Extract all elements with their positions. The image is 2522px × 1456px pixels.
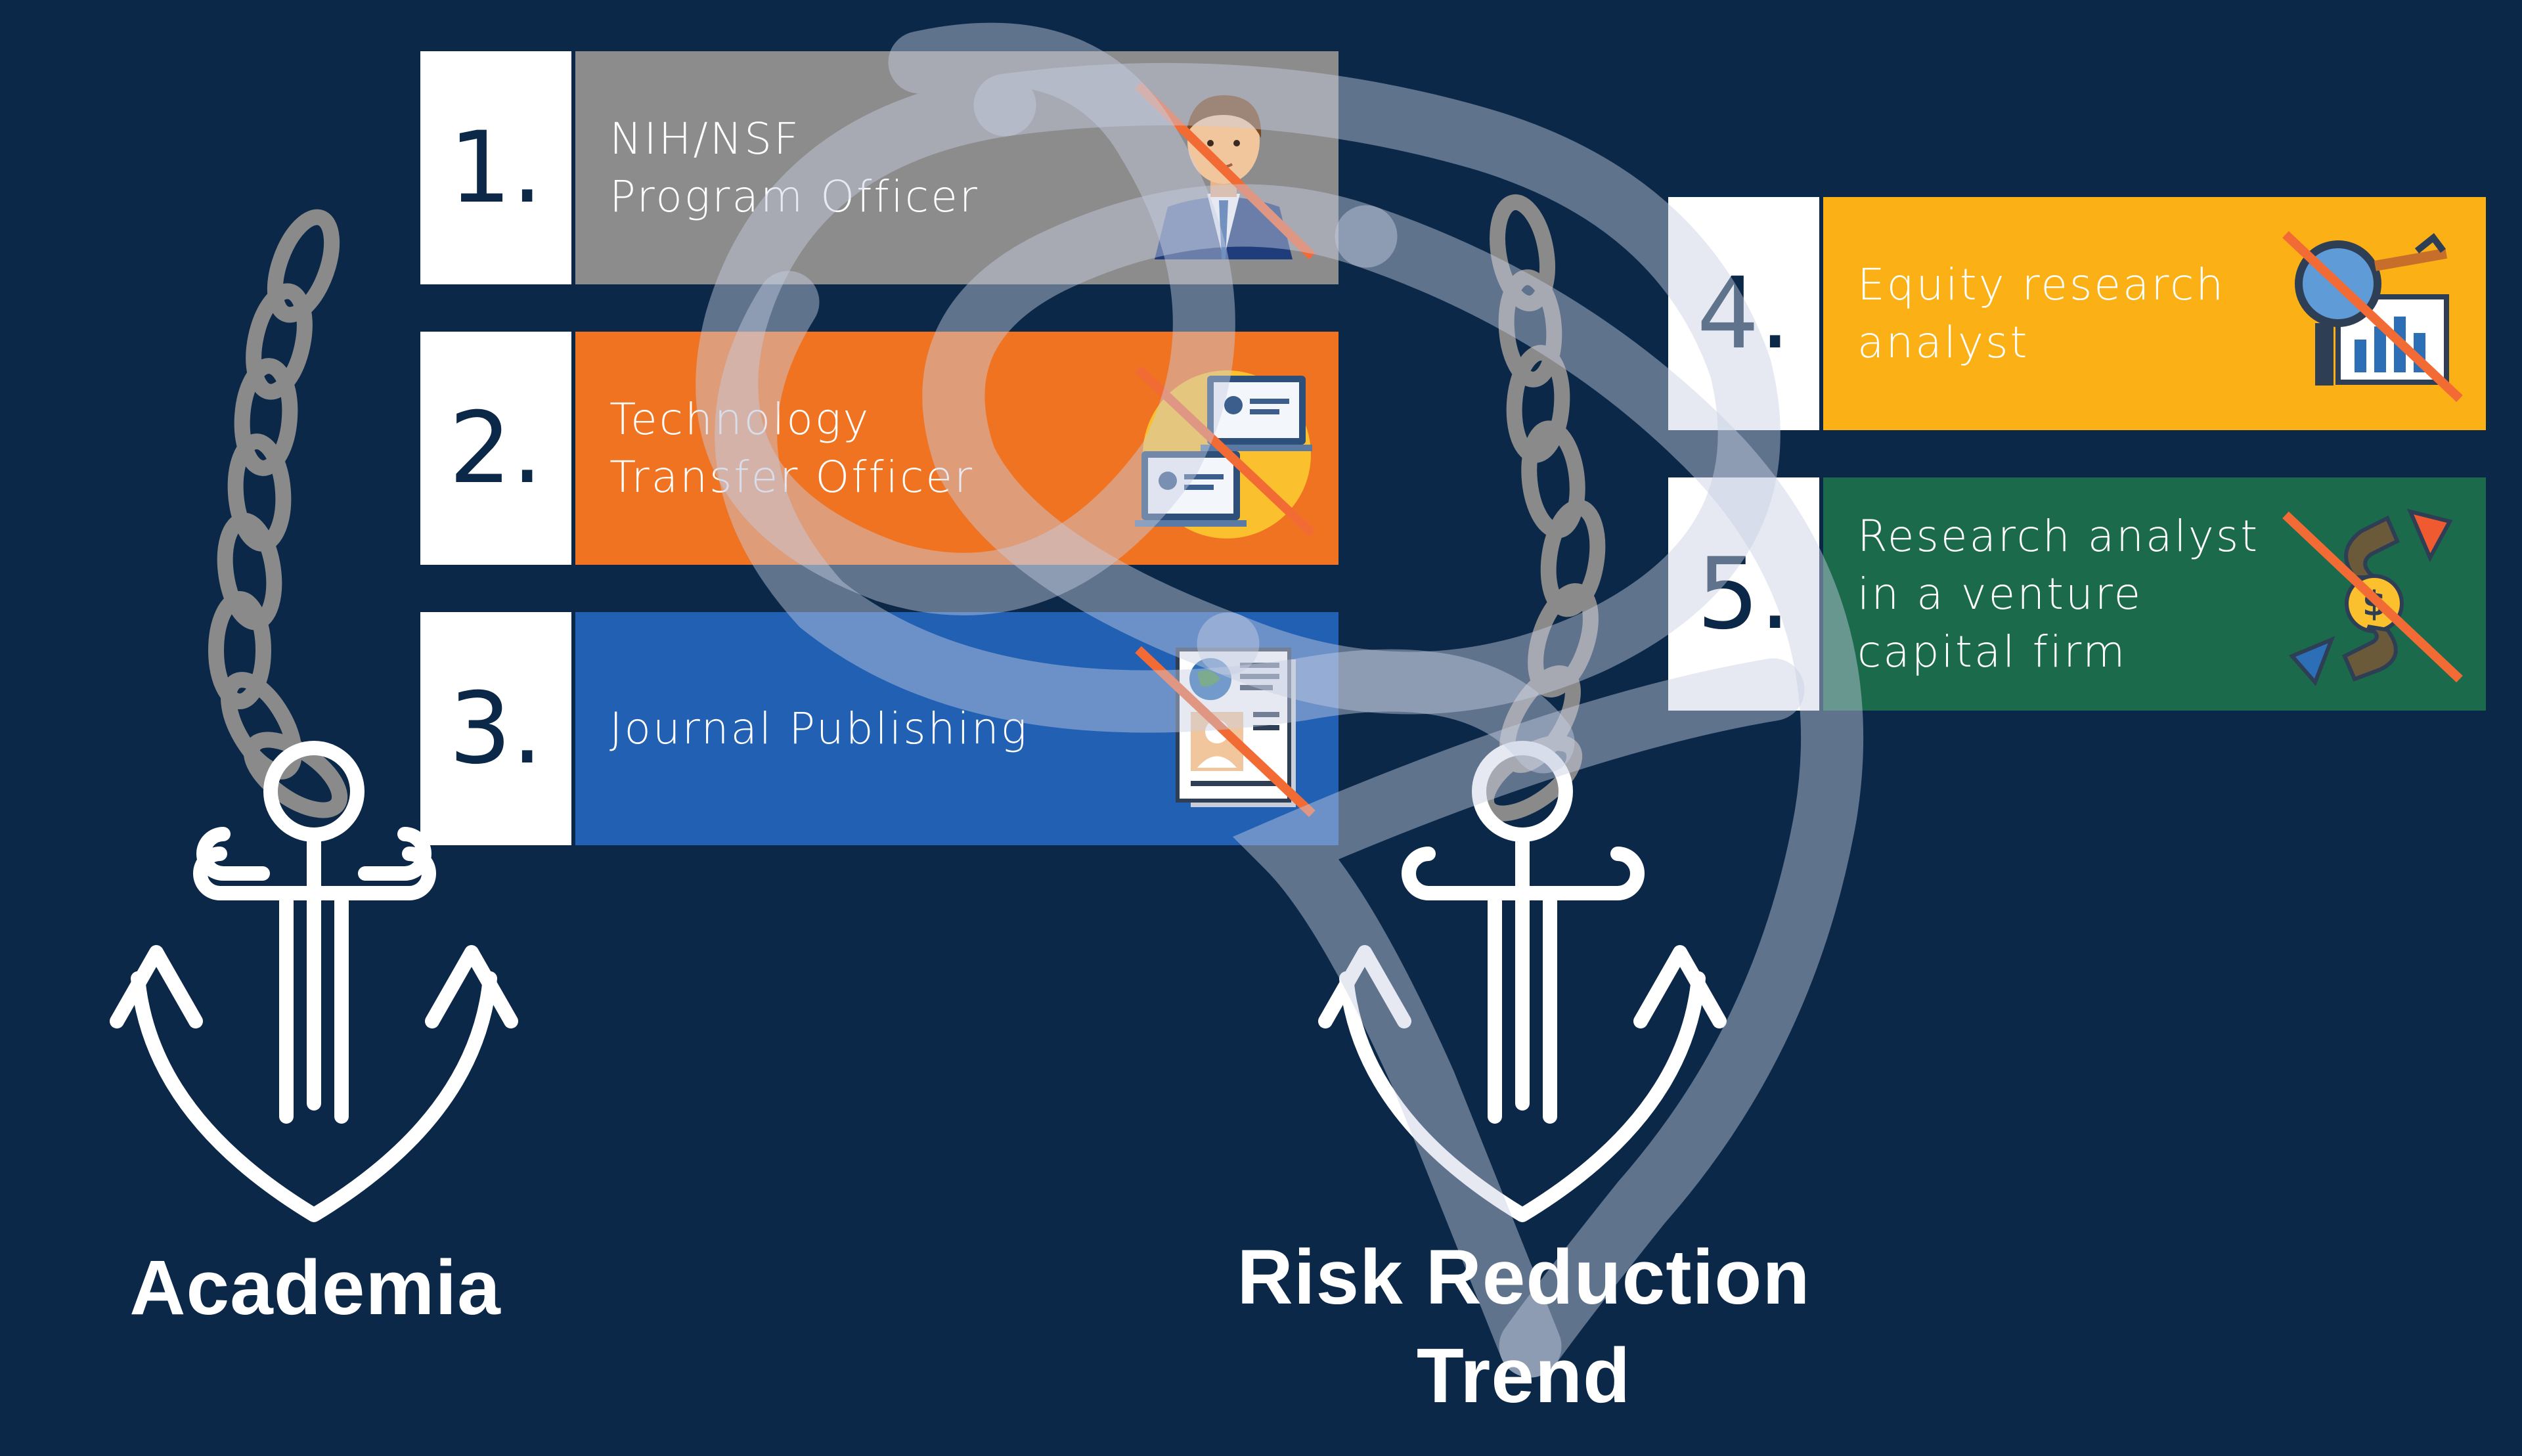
right-chain-icon xyxy=(1478,194,1606,822)
card-number: 3. xyxy=(420,612,571,845)
businessman-icon xyxy=(1135,82,1316,259)
card-1: 1. NIH/NSF Program Officer xyxy=(420,51,1338,284)
card-body: NIH/NSF Program Officer xyxy=(571,51,1338,284)
card-2: 2. Technology Transfer Officer xyxy=(420,332,1338,565)
card-label: NIH/NSF Program Officer xyxy=(609,113,979,222)
card-label: Technology Transfer Officer xyxy=(609,393,975,502)
card-5: 5. Research analyst in a venture capital… xyxy=(1668,477,2486,711)
card-3: 3. Journal Publishing xyxy=(420,612,1338,845)
left-chain-icon xyxy=(208,209,348,818)
card-body: Technology Transfer Officer xyxy=(571,332,1338,565)
card-4: 4. Equity research analyst xyxy=(1668,197,2486,430)
card-label: Journal Publishing xyxy=(609,703,1029,754)
card-body: Equity research analyst xyxy=(1819,197,2486,430)
card-label: Research analyst in a venture capital fi… xyxy=(1857,510,2260,677)
card-number: 5. xyxy=(1668,477,1819,711)
anchor-label-risk-reduction: Risk Reduction Trend xyxy=(1237,1234,1811,1419)
card-number: 1. xyxy=(420,51,571,284)
money-exchange-icon: $ xyxy=(2282,508,2463,686)
newspaper-icon xyxy=(1135,646,1316,818)
card-body: Journal Publishing xyxy=(571,612,1338,845)
card-label: Equity research analyst xyxy=(1857,259,2226,368)
card-number: 4. xyxy=(1668,197,1819,430)
video-call-icon xyxy=(1135,365,1316,539)
anchor-icon xyxy=(1318,741,1727,1222)
anchor-label-academia: Academia xyxy=(129,1245,501,1331)
card-number: 2. xyxy=(420,332,571,565)
chart-analysis-icon xyxy=(2282,231,2463,403)
card-body: Research analyst in a venture capital fi… xyxy=(1819,477,2486,711)
